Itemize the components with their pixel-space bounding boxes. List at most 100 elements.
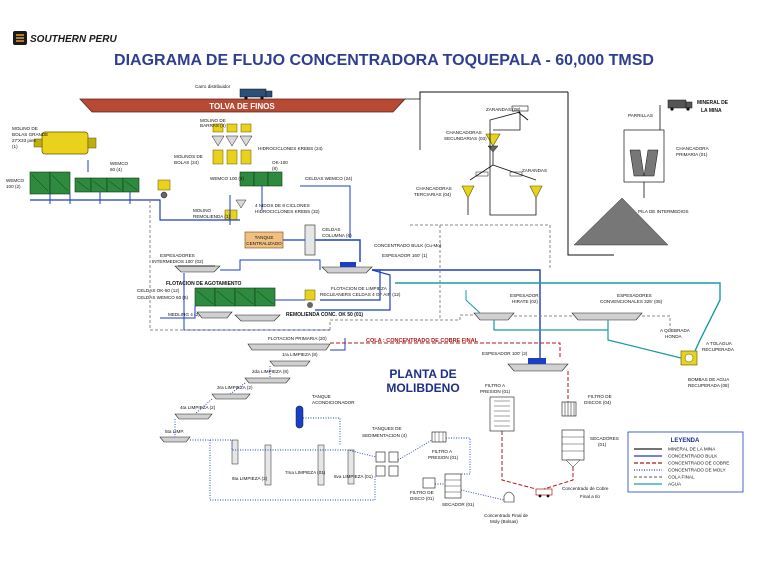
celdas-limpieza-4 (174, 413, 213, 420)
label-nidos-2: HIDROCICLONES KREBS (32) (255, 209, 320, 214)
molibdeno-title-1: PLANTA DE (389, 367, 456, 381)
label-tanque-acond-2: ACONDICIONADOR (312, 400, 355, 405)
filtro-disco-moly (422, 477, 436, 489)
label-molino-bolas-2: BOLAS GRANDE (12, 132, 48, 137)
espesador-hrate (473, 312, 515, 321)
label-tanques-sed-2: SEDIMENTACION (4) (362, 433, 407, 438)
label-conc-moly-2: Moly (Bolsas) (490, 519, 518, 524)
label-filtro-discos-1: FILTRO DE (588, 394, 612, 399)
label-conc-cobre-2: Final a Ilo (580, 494, 600, 499)
label-secadores-2: (01) (598, 442, 607, 447)
legend-label: CONCENTRADO DE MOLY (668, 468, 726, 473)
label-molino-barras-1: MOLINO DE (200, 118, 226, 123)
label-limpieza-6: 6ta LIMPIEZA (3) (232, 476, 268, 481)
label-tolagua-2: RECUPERADA (702, 347, 735, 352)
label-conc-moly-1: Concentrado Final de (484, 513, 528, 518)
truck-label: Carro distribuidor (195, 84, 231, 89)
molibdeno-title-2: MOLIBDENO (386, 381, 459, 395)
columnas-limpieza (231, 439, 355, 486)
tanques-sedimentacion (375, 451, 399, 477)
label-limpieza-3: 3ra LIMPIEZA (2) (217, 385, 253, 390)
label-chanc-prim-1: CHANCADORA (676, 146, 710, 151)
tren-cobre (535, 488, 553, 498)
label-columna-2: COLUMNA (6) (322, 233, 352, 238)
label-wemco-left-2: 100 (2) (6, 184, 21, 189)
label-quebrada-1: A QUEBRADA (660, 328, 691, 333)
secador-moly (444, 473, 462, 499)
label-tanque-acond-1: TANQUE (312, 394, 331, 399)
company-logo: SOUTHERN PERU (13, 31, 117, 45)
label-limpieza-2: 2da LIMPIEZA (8) (252, 369, 289, 374)
espesador-100 (507, 358, 569, 372)
legend-label: CONCENTRADO DE COBRE (668, 461, 729, 466)
label-secadores-1: SECADORES (590, 436, 619, 441)
label-hidrociclones: HIDROCICLONES KREBS (24) (258, 146, 323, 151)
bombas-agua (680, 350, 698, 366)
header: SOUTHERN PERU DIAGRAMA DE FLUJO CONCENTR… (13, 31, 654, 69)
label-tanques-sed-1: TANQUES DE (372, 426, 402, 431)
legend-label: CONCENTRADO BULK (668, 454, 718, 459)
label-chanc-ter-1: CHANCADORAS (416, 186, 452, 191)
label-limpieza-1: 1ra LIMPIEZA (8) (282, 352, 318, 357)
label-conc-cobre-1: Concentrado de Cobre (562, 486, 609, 491)
chancadora-primaria (623, 129, 665, 183)
medling-tank (196, 311, 233, 319)
label-pila: PILA DE INTERMEDIOS (638, 209, 689, 214)
label-molinos-bolas-1: MOLINOS DE (174, 154, 203, 159)
label-zarandas-1: ZARANDAS (08) (486, 107, 521, 112)
label-wemco-mid-1: WEMCO (110, 161, 129, 166)
label-filtro-disco-1: FILTRO DE (410, 490, 434, 495)
label-chanc-ter-2: TERCIARIAS (04) (414, 192, 451, 197)
label-molino-bolas-4: (1) (12, 144, 18, 149)
chancadoras-terciarias (461, 171, 543, 199)
label-esp-hrate-2: HIRATE (02) (512, 299, 538, 304)
label-wemco-4: WEMCO 100 (4) (210, 176, 244, 181)
espesador-160-tank (321, 262, 373, 274)
label-espesadores-1: ESPESADORES (160, 253, 195, 258)
label-limpieza-7: 7ma LIMPIEZA (01) (285, 470, 326, 475)
label-columna-1: CELDAS (322, 227, 340, 232)
filtro-discos-cu (561, 401, 577, 417)
label-ok100-2: (8) (272, 166, 278, 171)
label-remolienda-2: REMOLIENDA (1) (193, 214, 230, 219)
label-filtro-discos-2: DISCOS (04) (584, 400, 612, 405)
label-limpieza-4: 4ta LIMPIEZA (2) (180, 405, 216, 410)
label-flotacion-primaria: FLOTACION PRIMARIA (20) (268, 336, 327, 341)
label-chanc-sec-2: SECUNDARIAS (03) (444, 136, 487, 141)
label-celdas-ok-2: CELDAS WEMCO 60 (6) (137, 295, 189, 300)
label-limpieza-8: 8va LIMPIEZA (01) (334, 474, 373, 479)
label-filtro-moly-1: FILTRO A (432, 449, 453, 454)
celdas-limpieza-2 (244, 377, 291, 384)
molinos-barras (211, 123, 253, 165)
label-mineral-2: LA MINA (701, 108, 722, 114)
logo-text: SOUTHERN PERU (30, 34, 117, 45)
secadores-cu (561, 429, 585, 468)
label-parrillas: PARRILLAS (628, 113, 653, 118)
celdas-limpieza-3 (211, 393, 251, 400)
label-remolienda-1: MOLINO (193, 208, 212, 213)
label-nidos-1: 4 NIDOS DE 8 CICLONES (255, 203, 310, 208)
label-tanque-c-2: CENTRALIZADO (246, 241, 282, 246)
label-zarandas-2: ZARANDAS (522, 168, 547, 173)
celdas-limpieza-5 (159, 436, 191, 443)
label-filtro-disco-2: DISCO (01) (410, 496, 434, 501)
label-ok100-1: OK-100 (272, 160, 288, 165)
bolsas-moly (503, 491, 515, 503)
label-esp-conv-1: ESPESADORES (617, 293, 652, 298)
label-molinos-bolas-2: BOLAS (24) (174, 160, 199, 165)
label-molino-bolas-3: 27'X33 pies (12, 138, 37, 143)
cola-line: COLA : CONCENTRADO DE COBRE FINAL (366, 338, 479, 344)
label-bombas-1: BOMBAS DE AGUA (688, 377, 730, 382)
wemco-100-group (239, 171, 283, 187)
espesador-bulk-small (234, 314, 281, 322)
label-molino-barras-2: BARRAS (4) (200, 123, 226, 128)
label-chanc-sec-1: CHANCADORAS (446, 130, 482, 135)
label-conc-bulk: CONCENTRADO BULK (Cu-Mo) (374, 243, 442, 248)
label-wemco-left-1: WEMCO (6, 178, 25, 183)
label-chanc-prim-2: PRIMARIA (01) (676, 152, 708, 157)
label-quebrada-2: HONDA (665, 334, 683, 339)
celdas-columna (304, 224, 316, 256)
